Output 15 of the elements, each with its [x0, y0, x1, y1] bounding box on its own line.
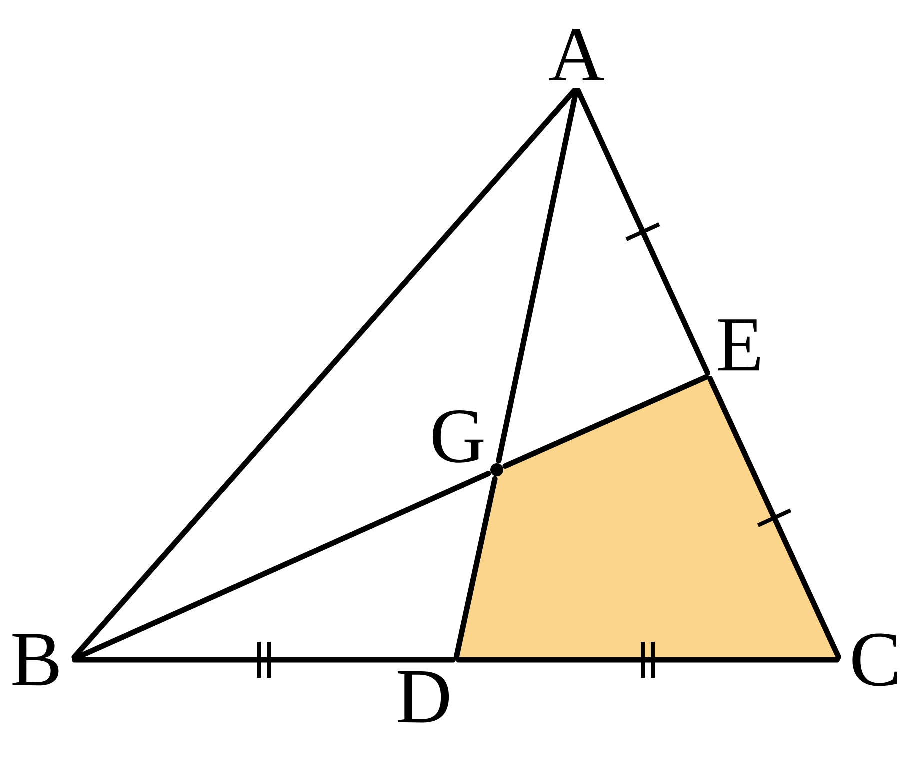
line-segment — [456, 657, 840, 663]
node-label: G — [432, 410, 484, 463]
line-segment — [496, 88, 580, 464]
point-label: B — [12, 634, 59, 686]
line-segment — [72, 88, 578, 660]
line-segment — [72, 657, 456, 663]
line-segment — [708, 376, 842, 660]
line-segment — [72, 471, 492, 662]
point-label: A — [549, 29, 604, 80]
line-segment — [576, 88, 710, 376]
line-segment — [454, 476, 498, 660]
point-label: D — [398, 671, 450, 723]
line-segment — [502, 374, 709, 469]
point-label: E — [718, 320, 760, 371]
point-label: C — [852, 634, 898, 686]
